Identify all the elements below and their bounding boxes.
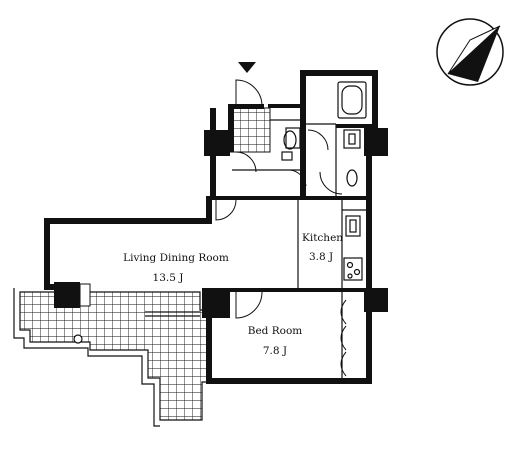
kitchen-size: 3.8 J bbox=[309, 251, 333, 263]
living-room-size: 13.5 J bbox=[153, 272, 184, 284]
entrance-triangle-icon bbox=[238, 62, 256, 73]
balcony bbox=[13, 288, 209, 427]
living-room-name: Living Dining Room bbox=[123, 252, 229, 264]
bed-room-size: 7.8 J bbox=[263, 345, 287, 357]
bed-room-name: Bed Room bbox=[248, 325, 303, 337]
walls bbox=[44, 70, 388, 384]
doors bbox=[215, 79, 343, 319]
kitchen-name: Kitchen bbox=[302, 232, 343, 244]
fixtures bbox=[281, 81, 367, 377]
north-arrow-icon bbox=[436, 18, 504, 86]
